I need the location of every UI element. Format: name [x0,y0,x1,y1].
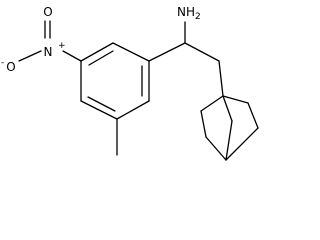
amine-side-chain: NH2 [148,5,224,97]
norbornane-bond-6 [222,95,249,104]
nitro-bond-ring [62,50,82,62]
benzene-ring [80,42,150,120]
chain-bond-ch2 [184,42,220,62]
chain-bond-bicycle [218,60,224,97]
nitro-o-top-label: O [43,5,52,19]
molecule-structure: N + O - O NH2 [1,5,259,161]
nitro-o-side-label: O [6,60,15,74]
ring-bond-bottom-left [80,100,118,120]
ring-bond-bottom-right [116,100,150,120]
norbornane-bond-1 [200,95,224,112]
norbornane-bridge-1 [222,95,233,122]
norbornane-bond-3 [205,136,227,161]
norbornane-bridge-2 [225,120,233,161]
norbornane-ring [200,95,259,161]
nitro-group: N + O - O [1,5,82,74]
nitro-n-label: N [44,45,53,59]
nitro-n-charge: + [58,41,66,51]
chain-bond-ring [148,42,186,62]
nitro-single-bond [18,50,42,62]
ring-double-bond-bottom [87,96,116,112]
norbornane-bond-2 [200,110,207,138]
norbornane-bond-4 [225,127,259,161]
ring-bond-top-left [80,42,114,62]
ring-double-bond-top [88,50,114,66]
amine-label: NH2 [177,5,201,22]
norbornane-bond-5 [247,102,259,129]
ring-bond-top-right [112,42,150,62]
nitro-o-charge: - [1,58,4,68]
amine-nh-label: NH [177,5,195,19]
amine-subscript: 2 [195,12,201,22]
